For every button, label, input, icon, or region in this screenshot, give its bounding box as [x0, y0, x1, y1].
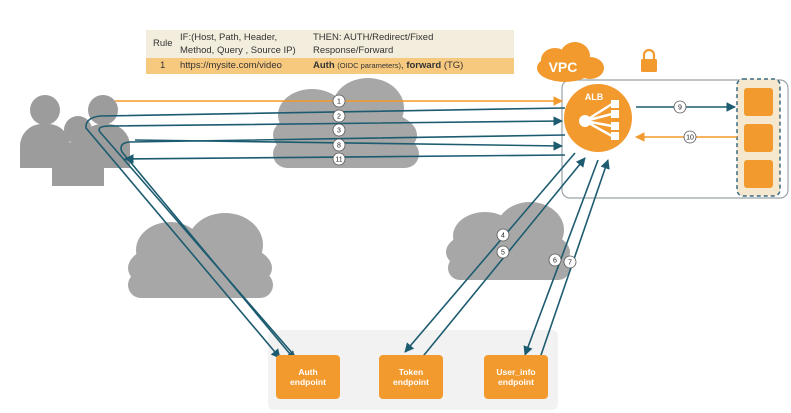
svg-text:6: 6 — [553, 258, 557, 265]
step-badge: 5 — [496, 245, 510, 259]
step-badge: 11 — [332, 152, 346, 166]
rule-condition: https://mysite.com/video — [180, 60, 282, 71]
token-endpoint-line1: Token — [398, 367, 424, 377]
svg-text:1: 1 — [337, 99, 341, 106]
step-badge: 9 — [673, 100, 687, 114]
svg-text:3: 3 — [337, 128, 341, 135]
svg-text:8: 8 — [337, 143, 341, 150]
vpc-cloud-icon — [537, 42, 604, 82]
token-endpoint: Token endpoint — [379, 355, 443, 399]
rule-header: Rule — [153, 38, 173, 49]
step-badge: 2 — [332, 109, 346, 123]
condition-header-line1: IF:(Host, Path, Header, — [180, 32, 278, 43]
auth-endpoint-line1: Auth — [298, 367, 318, 377]
token-endpoint-line2: endpoint — [393, 377, 429, 387]
auth-endpoint-line2: endpoint — [290, 377, 326, 387]
cloud-right-icon — [446, 202, 570, 280]
step-badge: 3 — [332, 123, 346, 137]
step-badge: 8 — [332, 138, 346, 152]
action-header-line2: Response/Forward — [313, 45, 394, 56]
step-badge: 7 — [563, 255, 577, 269]
alb-label: ALB — [585, 92, 604, 102]
users-icon — [20, 95, 130, 186]
step-badge: 4 — [496, 228, 510, 242]
vpc-boundary — [561, 79, 789, 199]
svg-text:7: 7 — [568, 260, 572, 267]
load-balancer-icon — [564, 84, 632, 152]
step-badge: 1 — [332, 94, 346, 108]
svg-text:4: 4 — [501, 233, 505, 240]
target-instance-icon — [744, 160, 773, 188]
action-forward: forward — [406, 60, 442, 71]
vpc-label: VPC — [549, 59, 578, 75]
listener-rule-table: Rule IF:(Host, Path, Header, Method, Que… — [146, 30, 514, 74]
step-badge: 10 — [683, 130, 697, 144]
action-separator: , — [401, 60, 404, 71]
action-header-line1: THEN: AUTH/Redirect/Fixed — [313, 32, 434, 43]
action-auth: Auth — [313, 60, 335, 71]
step-badges: 1 2 3 8 11 4 5 6 7 9 10 — [332, 94, 697, 269]
userinfo-endpoint: User_info endpoint — [484, 355, 548, 399]
rule-action: Auth (OIDC parameters), forward (TG) — [313, 60, 463, 71]
svg-text:10: 10 — [686, 135, 694, 142]
svg-text:9: 9 — [678, 105, 682, 112]
userinfo-endpoint-line2: endpoint — [498, 377, 534, 387]
step-badge: 6 — [548, 253, 562, 267]
cloud-left-icon — [128, 213, 273, 298]
condition-header-line2: Method, Query , Source IP) — [180, 45, 296, 56]
lock-icon — [641, 48, 657, 72]
userinfo-endpoint-line1: User_info — [496, 367, 536, 377]
target-instance-icon — [744, 124, 773, 152]
action-target: (TG) — [443, 60, 464, 71]
svg-text:2: 2 — [337, 114, 341, 121]
auth-endpoint: Auth endpoint — [276, 355, 340, 399]
svg-text:11: 11 — [335, 157, 342, 164]
svg-text:5: 5 — [501, 250, 505, 257]
target-instance-icon — [744, 88, 773, 116]
rule-number: 1 — [160, 60, 166, 71]
action-auth-params: (OIDC parameters) — [337, 61, 402, 70]
